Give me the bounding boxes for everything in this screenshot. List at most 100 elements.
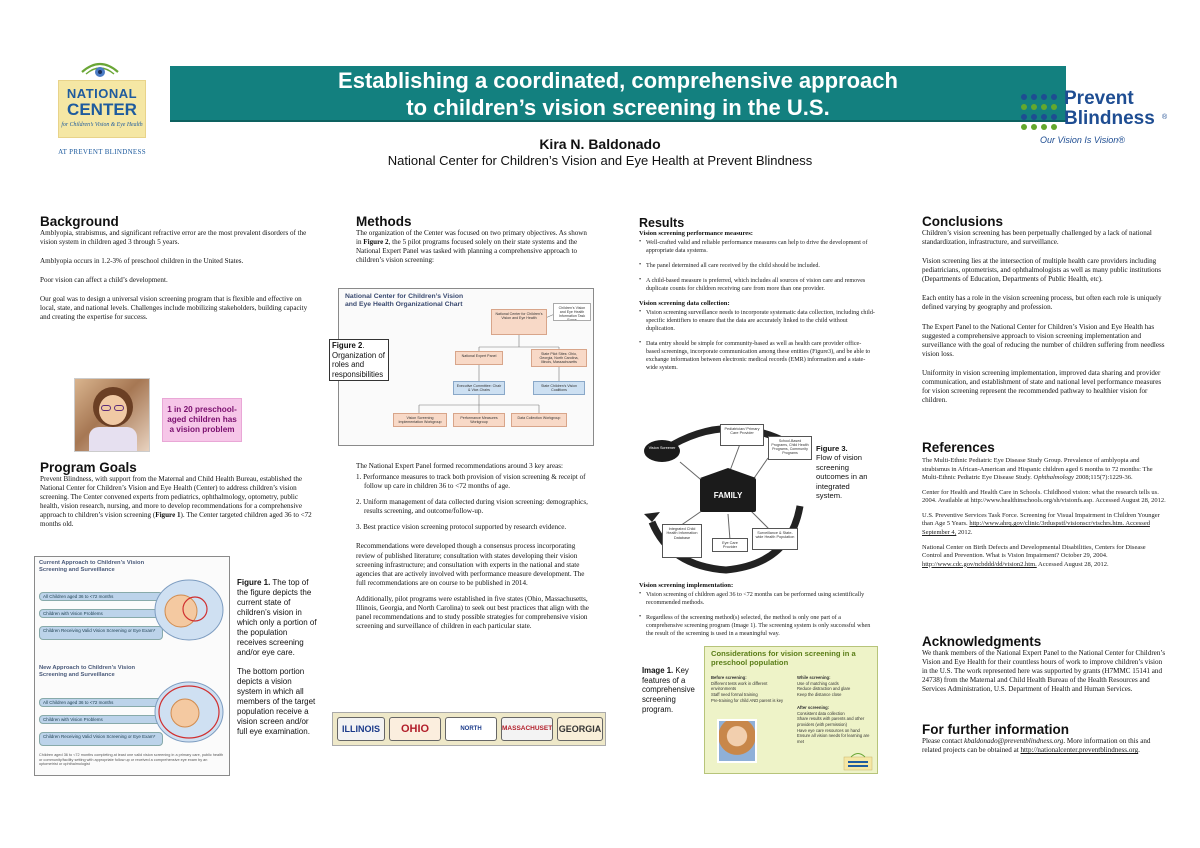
reference-3: U.S. Preventive Services Task Force. Scr… bbox=[922, 511, 1160, 537]
figure3-node: Vision Screener bbox=[644, 440, 680, 462]
figure1-caption: Figure 1. The top of the figure depicts … bbox=[237, 578, 317, 737]
figure2-ref: Figure 2 bbox=[363, 238, 389, 247]
methods-p3: Recommendations were developed though a … bbox=[356, 542, 585, 587]
methods-heading: Methods bbox=[356, 214, 412, 229]
program-goals-text: Prevent Blindness, with support from the… bbox=[40, 475, 312, 529]
background-p3: Poor vision can affect a child’s develop… bbox=[40, 276, 168, 285]
reference-4-link[interactable]: http://www.cdc.gov/ncbddd/dd/vision2.htm… bbox=[922, 560, 1037, 568]
background-heading: Background bbox=[40, 214, 119, 229]
results-heading: Results bbox=[639, 216, 685, 230]
figure3: FAMILY Vision Screener Pediatrician/ Pri… bbox=[640, 414, 812, 578]
figure3-node: School-Based Programs, Child Health Prog… bbox=[768, 436, 812, 460]
further-info-text: Please contact kbaldonado@preventblindne… bbox=[922, 737, 1151, 755]
figure1-row: Children Receiving Valid Vision Screenin… bbox=[39, 732, 163, 746]
methods-p4: Additionally, pilot programs were establ… bbox=[356, 594, 589, 631]
further-info-section: For further information Please contact k… bbox=[922, 722, 1166, 755]
figure1-row: All Children aged 36 to <72 months bbox=[39, 592, 163, 601]
methods-list-3: 3. Best practice vision screening protoc… bbox=[356, 523, 567, 532]
results-s1-title: Vision screening performance measures: bbox=[639, 230, 753, 237]
image1-label: Image 1. bbox=[642, 666, 674, 675]
figure3-center: FAMILY bbox=[713, 491, 743, 500]
figure3-label: Figure 3. bbox=[816, 444, 848, 453]
figure1-new-rows: All Children aged 36 to <72 months Child… bbox=[39, 695, 163, 749]
results-s3-item: Regardless of the screening method(s) se… bbox=[639, 613, 875, 638]
org-node: National Center for Children’s Vision an… bbox=[491, 309, 547, 335]
figure1-row: Children with Vision Problems bbox=[39, 609, 163, 618]
reference-2: Center for Health and Health Care in Sch… bbox=[922, 488, 1166, 505]
org-node: Children’s Vision and Eye Health Informa… bbox=[553, 303, 591, 321]
results-s1-list: Well-crafted valid and reliable performa… bbox=[639, 238, 875, 293]
figure1-venn-new bbox=[154, 681, 224, 743]
background-p2: Amblyopia occurs in 1.2-3% of preschool … bbox=[40, 257, 244, 266]
conclusions-p4: The Expert Panel to the National Center … bbox=[922, 322, 1165, 358]
results-section: Results Vision screening performance mea… bbox=[639, 216, 875, 379]
org-node: Data Collection Workgroup bbox=[511, 413, 567, 427]
figure1-row: Children with Vision Problems bbox=[39, 715, 163, 724]
results-s1-item: A child-based measure is preferred, whic… bbox=[639, 276, 875, 293]
project-url[interactable]: http://nationalcenter.preventblindness.o… bbox=[1020, 746, 1139, 755]
plate-georgia: GEORGIA bbox=[557, 717, 603, 741]
results-s3-title: Vision screening implementation: bbox=[639, 582, 734, 589]
callout-text: 1 in 20 preschool-aged children has a vi… bbox=[167, 405, 237, 434]
figure3-node: Eye Care Provider bbox=[712, 538, 748, 552]
prevent-blindness-logo: Prevent Blindness ® Our Vision Is Vision… bbox=[1016, 88, 1172, 150]
results-s1-item: The panel determined all care received b… bbox=[639, 261, 875, 270]
figure1-ref: Figure 1 bbox=[155, 511, 181, 520]
logo-line2: CENTER bbox=[67, 100, 137, 119]
figure1-new-title: New Approach to Children’s Vision Screen… bbox=[39, 665, 136, 678]
figure1-caption-a: Figure 1. The top of the figure depicts … bbox=[237, 578, 317, 657]
plate-illinois: ILLINOIS bbox=[337, 717, 385, 741]
background-section: Background Amblyopia, strabismus, and si… bbox=[40, 214, 316, 323]
org-node: State Pilot Sites: Ohio, Georgia, North … bbox=[531, 349, 587, 367]
references-heading: References bbox=[922, 440, 995, 455]
org-chart-title: National Center for Children’s Vision an… bbox=[345, 293, 464, 309]
reference-1: The Multi-Ethnic Pediatric Eye Disease S… bbox=[922, 457, 1153, 482]
methods-section: Methods The organization of the Center w… bbox=[356, 214, 594, 265]
results-s2-list: Vision screening surveillance needs to i… bbox=[639, 308, 875, 372]
tagline: Our Vision Is Vision® bbox=[1040, 135, 1125, 145]
methods-p2: The National Expert Panel formed recomme… bbox=[356, 462, 564, 470]
blindness-word: Blindness bbox=[1064, 108, 1155, 129]
conclusions-p1: Children’s vision screening has been per… bbox=[922, 229, 1152, 247]
eye-icon bbox=[81, 62, 119, 77]
reference-3-link[interactable]: http://www.ahrq.gov/clinic/3rduspstf/vis… bbox=[922, 520, 1150, 537]
figure3-node: Pediatrician/ Primary Care Provider bbox=[720, 424, 764, 446]
figure1-caption-b: The bottom portion depicts a vision syst… bbox=[237, 667, 316, 736]
title-line1: Establishing a coordinated, comprehensiv… bbox=[338, 68, 898, 93]
org-node: Executive Committee: Chair & Vice-Chairs bbox=[453, 381, 505, 395]
results-section-3: Vision screening implementation: Vision … bbox=[639, 582, 875, 645]
plate-massachusetts: MASSACHUSETTS bbox=[501, 717, 553, 741]
figure2-caption: Figure 2. Organization of roles and resp… bbox=[329, 339, 389, 381]
image1-caption: Image 1. Key features of a comprehensive… bbox=[642, 666, 695, 714]
program-goals-section: Program Goals Prevent Blindness, with su… bbox=[40, 460, 316, 529]
figure2-org-chart: National Center for Children’s Vision an… bbox=[338, 288, 594, 446]
acknowledgments-heading: Acknowledgments bbox=[922, 634, 1042, 649]
figure1-row: All Children aged 36 to <72 months bbox=[39, 698, 163, 707]
results-s1-item: Well-crafted valid and reliable performa… bbox=[639, 238, 875, 255]
callout-box: 1 in 20 preschool-aged children has a vi… bbox=[162, 398, 242, 442]
figure3-caption: Figure 3.Flow of vision screening outcom… bbox=[816, 444, 868, 501]
figure1-current-rows: All Children aged 36 to <72 months Child… bbox=[39, 589, 163, 643]
plate-ohio: OHIO bbox=[389, 717, 441, 741]
logo-line4: AT PREVENT BLINDNESS bbox=[58, 148, 146, 156]
registered-mark: ® bbox=[1162, 114, 1168, 121]
acknowledgments-text: We thank members of the National Expert … bbox=[922, 649, 1166, 694]
methods-list-1: 1. Performance measures to track both pr… bbox=[356, 473, 586, 491]
background-p4: Our goal was to design a universal visio… bbox=[40, 295, 308, 322]
figure3-node: Surveillance & State-wide Health Populat… bbox=[752, 528, 798, 550]
contact-email[interactable]: kbaldonado@preventblindness.org bbox=[964, 737, 1064, 745]
results-s3-item: Vision screening of children aged 36 to … bbox=[639, 590, 875, 607]
results-s2-title: Vision screening data collection: bbox=[639, 299, 730, 307]
figure1-venn-current bbox=[154, 579, 224, 641]
program-goals-heading: Program Goals bbox=[40, 460, 137, 475]
results-s3-list: Vision screening of children aged 36 to … bbox=[639, 590, 875, 638]
conclusions-p2: Vision screening lies at the intersectio… bbox=[922, 257, 1161, 284]
figure3-node: Integrated Child Health Information Data… bbox=[662, 524, 702, 558]
org-node: Performance Measures Workgroup bbox=[453, 413, 505, 427]
further-info-heading: For further information bbox=[922, 722, 1069, 737]
mini-logo-icon bbox=[843, 753, 873, 771]
conclusions-p5: Uniformity in vision screening implement… bbox=[922, 368, 1162, 405]
results-s2-item: Vision screening surveillance needs to i… bbox=[639, 308, 875, 333]
image1-after: After screening: Consistent data collect… bbox=[797, 705, 870, 745]
child-photo bbox=[74, 378, 150, 452]
